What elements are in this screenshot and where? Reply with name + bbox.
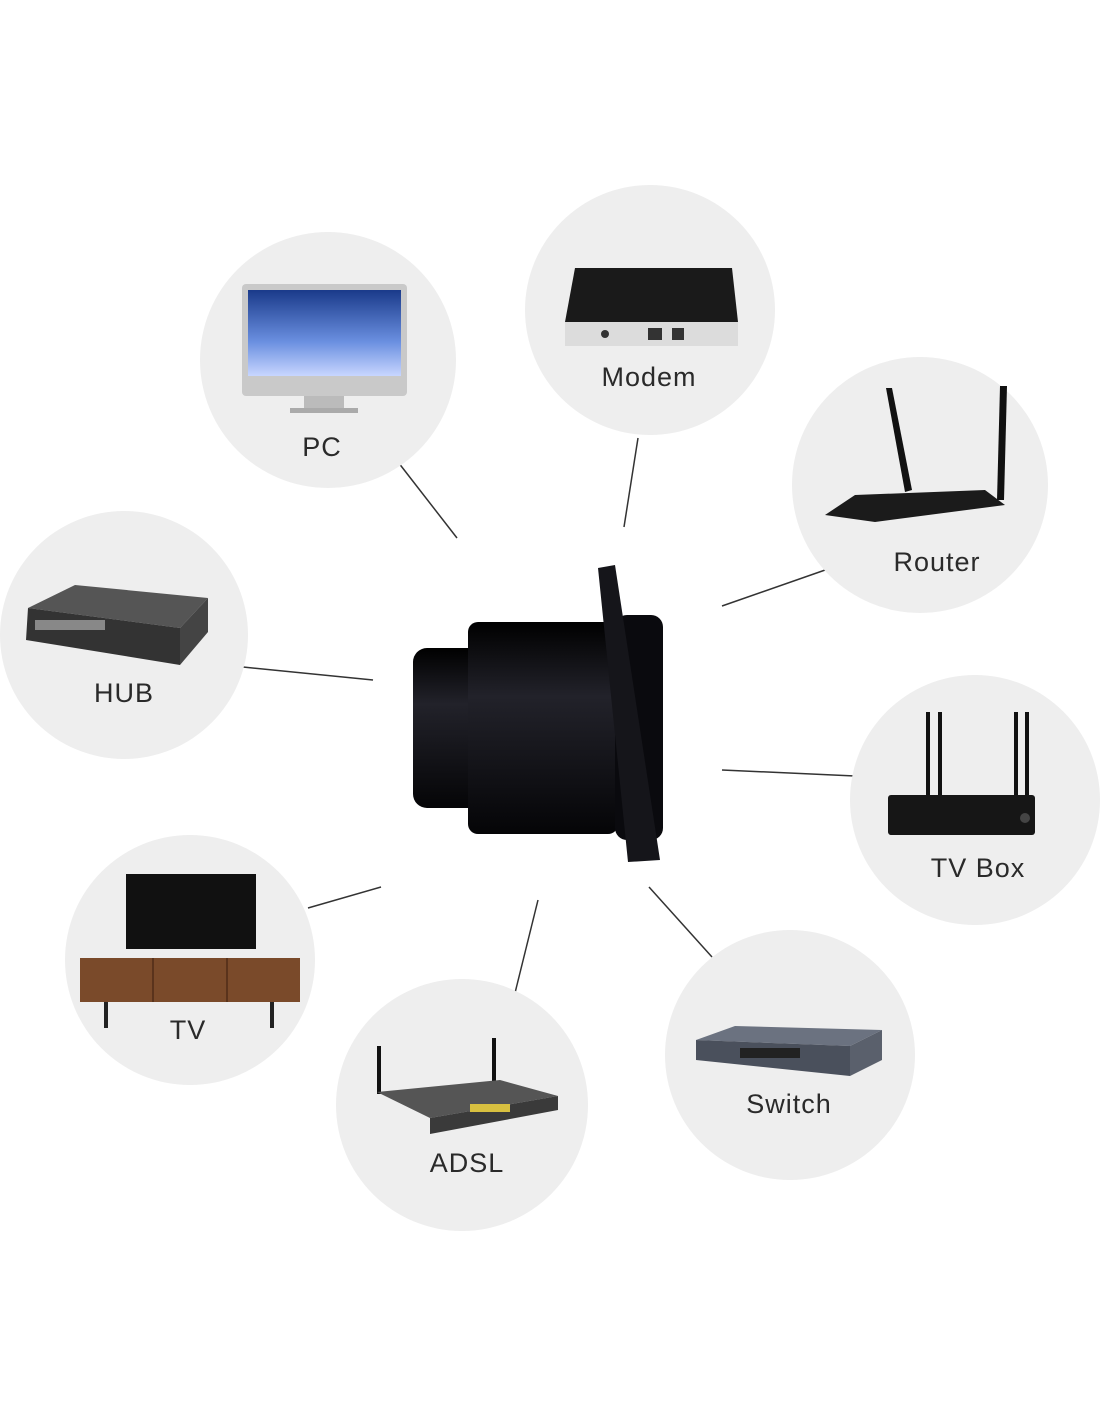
device-switch: Switch bbox=[665, 930, 915, 1180]
modem-icon bbox=[565, 268, 738, 346]
line-adsl bbox=[513, 899, 539, 998]
device-label: PC bbox=[302, 432, 342, 462]
network-switch-icon bbox=[696, 1026, 882, 1076]
device-modem: Modem bbox=[525, 185, 775, 435]
hub-icon bbox=[26, 585, 208, 665]
device-tv: TV bbox=[65, 835, 315, 1085]
line-tvbox bbox=[721, 769, 856, 777]
tv-box-icon bbox=[888, 712, 1035, 835]
device-router: Router bbox=[792, 357, 1048, 613]
device-label: HUB bbox=[94, 678, 154, 708]
device-label: Switch bbox=[746, 1089, 832, 1119]
line-router bbox=[721, 568, 829, 607]
line-tv bbox=[307, 886, 382, 909]
device-tvbox: TV Box bbox=[850, 675, 1100, 925]
line-switch bbox=[648, 886, 713, 958]
router-icon bbox=[825, 386, 1007, 522]
monitor-icon bbox=[242, 284, 407, 413]
device-label: Modem bbox=[601, 362, 696, 392]
device-label: Router bbox=[893, 547, 980, 577]
connector-product bbox=[413, 565, 663, 862]
device-adsl: ADSL bbox=[336, 979, 588, 1231]
line-modem bbox=[623, 437, 639, 528]
device-label: TV Box bbox=[931, 853, 1026, 883]
tv-icon bbox=[80, 874, 300, 1028]
line-hub bbox=[242, 666, 374, 681]
device-label: ADSL bbox=[430, 1148, 505, 1178]
device-pc: PC bbox=[200, 232, 456, 488]
adsl-router-icon bbox=[377, 1038, 558, 1134]
connector-lines bbox=[242, 437, 856, 998]
line-pc bbox=[397, 461, 458, 539]
device-label: TV bbox=[170, 1015, 207, 1045]
device-hub: HUB bbox=[0, 511, 248, 759]
